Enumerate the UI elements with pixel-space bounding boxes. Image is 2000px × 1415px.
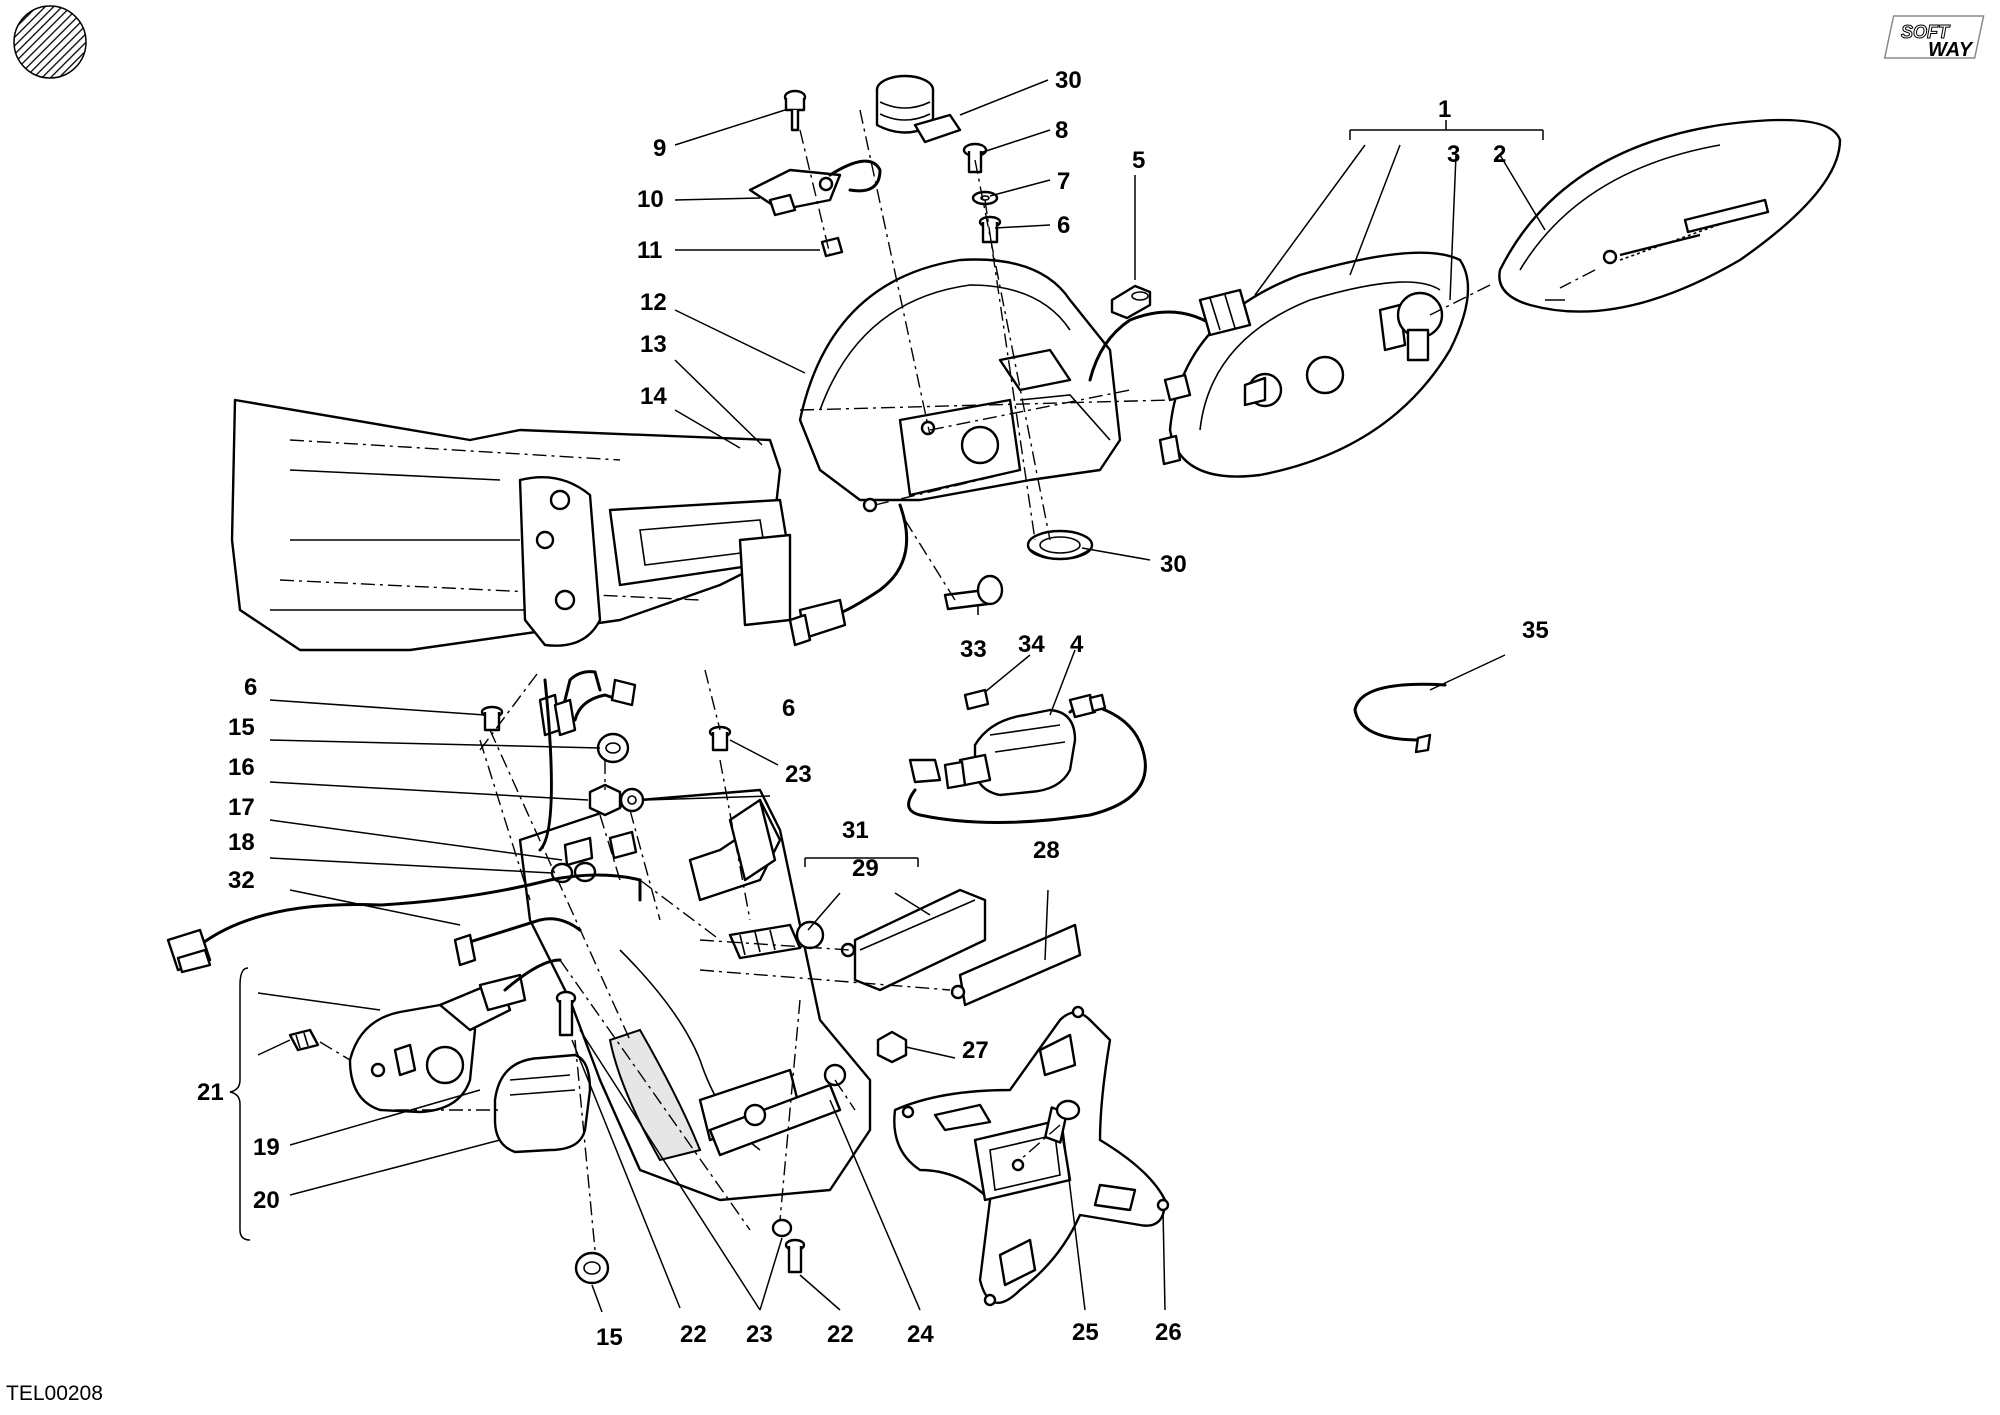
grommet-upper <box>875 74 962 144</box>
callout-30-upper: 30 <box>1055 67 1082 94</box>
callout-22-right: 22 <box>827 1321 854 1348</box>
callout-1: 1 <box>1438 96 1451 123</box>
bushing-6-left <box>480 705 504 732</box>
bushing-6-right <box>708 725 732 752</box>
callout-19: 19 <box>253 1134 280 1161</box>
callout-6-upper: 6 <box>1057 212 1070 239</box>
callout-4: 4 <box>1070 631 1084 658</box>
callout-7: 7 <box>1057 168 1070 195</box>
callout-9: 9 <box>653 135 666 162</box>
callout-16: 16 <box>228 754 255 781</box>
nut-27 <box>876 1030 908 1064</box>
callout-35: 35 <box>1522 617 1549 644</box>
callout-25: 25 <box>1072 1319 1099 1346</box>
callout-26: 26 <box>1155 1319 1182 1346</box>
callout-18: 18 <box>228 829 255 856</box>
grommet-5 <box>1110 284 1152 320</box>
license-lamp-plate <box>748 159 882 217</box>
callout-30-lower: 30 <box>1160 551 1187 578</box>
callout-32: 32 <box>228 867 255 894</box>
callout-24: 24 <box>907 1321 934 1348</box>
tail-light-assembly <box>1088 251 1470 478</box>
screw-9 <box>783 89 807 132</box>
callout-27: 27 <box>962 1037 989 1064</box>
callout-8: 8 <box>1055 117 1068 144</box>
spacer-17 <box>563 830 638 867</box>
alignment-lines <box>319 109 1596 1251</box>
callout-5: 5 <box>1132 147 1145 174</box>
grommet-15-lower <box>574 1251 610 1285</box>
washer-23-lower <box>771 1218 793 1238</box>
clip-11 <box>820 236 844 258</box>
callout-15-upper: 15 <box>228 714 255 741</box>
callout-14: 14 <box>640 383 667 410</box>
grommet-lower <box>1026 529 1094 561</box>
callout-34: 34 <box>1018 631 1045 658</box>
washer-23-upper <box>619 787 645 813</box>
subframe <box>230 398 792 652</box>
logo-text-way: WAY <box>1928 39 1974 61</box>
callout-20: 20 <box>253 1187 280 1214</box>
callout-6-left: 6 <box>244 674 257 701</box>
turn-signal-bracket <box>688 798 782 902</box>
bolt-33 <box>943 574 1004 611</box>
tail-light-lens <box>1498 118 1842 313</box>
callout-22-left: 22 <box>680 1321 707 1348</box>
logo-text-soft: SOFT <box>1901 22 1951 42</box>
number-plate-bracket <box>893 1005 1170 1307</box>
callout-10: 10 <box>637 186 664 213</box>
drawing-code: TEL00208 <box>6 1382 103 1405</box>
right-turn-signal <box>907 688 1147 824</box>
callout-23-lower: 23 <box>746 1321 773 1348</box>
callout-15-lower: 15 <box>596 1324 623 1351</box>
cable-32 <box>166 678 642 974</box>
callout-33: 33 <box>960 636 987 663</box>
license-plate-light <box>728 888 987 992</box>
left-turn-signal <box>288 958 592 1154</box>
callout-28: 28 <box>1033 837 1060 864</box>
callout-12: 12 <box>640 289 667 316</box>
screw-22-lower <box>784 1238 806 1274</box>
callout-6-right: 6 <box>782 695 795 722</box>
callout-21: 21 <box>197 1079 224 1106</box>
callout-3: 3 <box>1447 141 1460 168</box>
callout-17: 17 <box>228 794 255 821</box>
callout-23-upper: 23 <box>785 761 812 788</box>
nut-16 <box>588 783 622 817</box>
callout-31: 31 <box>842 817 869 844</box>
callout-29: 29 <box>852 855 879 882</box>
rear-reflector <box>950 923 1082 1007</box>
corner-badge-icon <box>13 5 87 79</box>
screw-8 <box>962 142 988 174</box>
tail-bracket-cover <box>798 258 1122 513</box>
callout-2: 2 <box>1493 141 1506 168</box>
wire-connectors <box>538 670 637 737</box>
bracket-wiring <box>788 503 909 647</box>
screw-22-left <box>555 990 577 1037</box>
callout-11: 11 <box>637 237 662 264</box>
cable-tie <box>1353 682 1447 754</box>
callout-labels: 1 2 3 4 5 6 6 6 7 8 9 10 11 12 13 14 15 … <box>197 67 1549 1351</box>
leader-lines <box>229 79 1546 1313</box>
grommet-15-upper <box>596 732 630 764</box>
softway-logo: SOFT WAY <box>1883 15 1985 61</box>
callout-13: 13 <box>640 331 667 358</box>
